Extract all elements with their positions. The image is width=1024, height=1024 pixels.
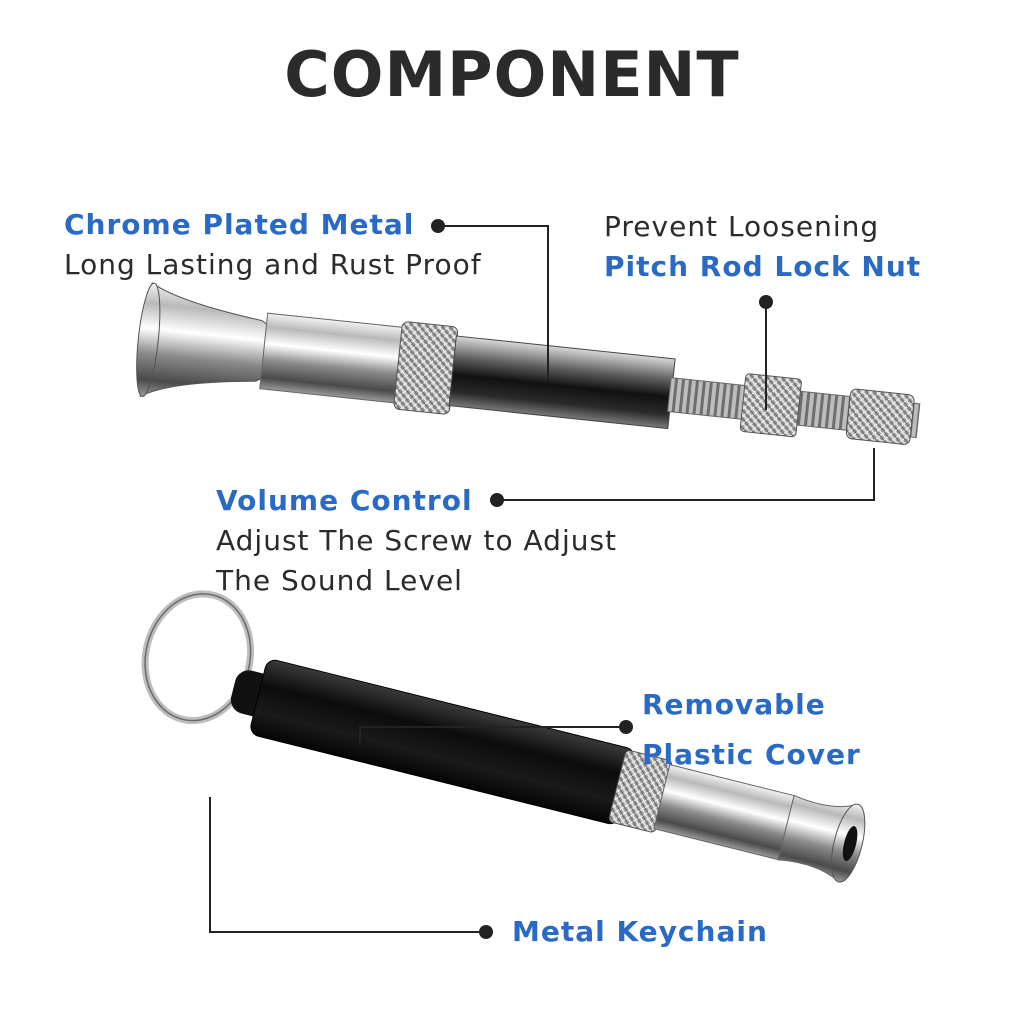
- callout-detail: Long Lasting and Rust Proof: [64, 248, 482, 281]
- callout-detail: Prevent Loosening: [604, 210, 880, 243]
- dot-lock-nut: [759, 295, 773, 309]
- dot-keychain: [479, 925, 493, 939]
- callout-highlight: Pitch Rod Lock Nut: [604, 250, 922, 283]
- leader-cover: [359, 726, 626, 745]
- callout-highlight-line1: Removable: [642, 688, 826, 721]
- metal-whistle: [136, 282, 921, 445]
- callout-highlight: Metal Keychain: [512, 915, 768, 948]
- leader-chrome: [438, 225, 549, 380]
- callout-highlight: Chrome Plated Metal: [64, 208, 415, 241]
- dot-chrome: [431, 219, 445, 233]
- page-title: COMPONENT: [284, 38, 740, 111]
- callout-chrome-plated-metal: Chrome Plated Metal Long Lasting and Rus…: [64, 205, 482, 285]
- callout-volume-control: Volume Control Adjust The Screw to Adjus…: [216, 481, 617, 601]
- dot-cover: [619, 720, 633, 734]
- callout-detail-line2: The Sound Level: [216, 564, 463, 597]
- leader-lines: [209, 225, 875, 933]
- callout-removable-plastic-cover: Removable Plastic Cover: [642, 680, 861, 780]
- callout-metal-keychain: Metal Keychain: [512, 912, 768, 952]
- callout-highlight: Volume Control: [216, 484, 473, 517]
- leader-dots: [431, 219, 773, 939]
- callout-detail-line1: Adjust The Screw to Adjust: [216, 524, 618, 557]
- black-whistle: [141, 590, 866, 883]
- dot-volume: [490, 493, 504, 507]
- callout-highlight-line2: Plastic Cover: [642, 738, 861, 771]
- callout-pitch-rod-lock-nut: Prevent Loosening Pitch Rod Lock Nut: [604, 207, 921, 287]
- leader-keychain: [209, 797, 486, 933]
- leader-volume: [497, 448, 875, 501]
